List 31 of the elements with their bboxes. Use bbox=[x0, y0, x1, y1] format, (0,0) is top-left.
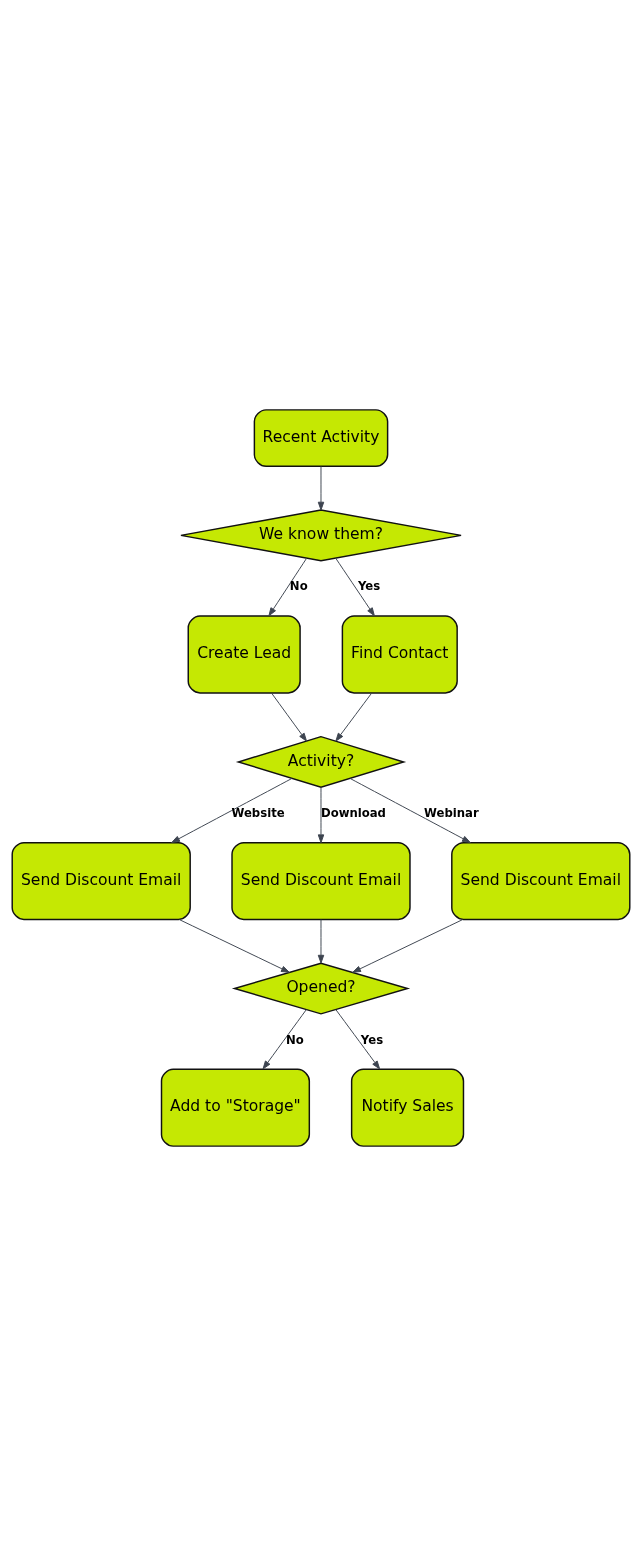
arrow bbox=[317, 787, 325, 844]
arrow bbox=[335, 557, 375, 617]
arrow bbox=[271, 692, 307, 742]
edge-label: Yes bbox=[360, 1032, 384, 1047]
arrow bbox=[178, 919, 290, 973]
arrow bbox=[335, 692, 373, 742]
arrow bbox=[171, 778, 293, 843]
node-box: Recent Activity bbox=[253, 409, 389, 468]
arrow bbox=[349, 778, 471, 843]
node-box: Add to "Storage" bbox=[160, 1068, 311, 1147]
edge-label: Website bbox=[231, 806, 285, 820]
edge-label: Yes bbox=[357, 579, 381, 594]
edge-label: Webinar bbox=[424, 806, 479, 820]
arrow bbox=[262, 1009, 307, 1070]
node-box: Send Discount Email bbox=[11, 841, 191, 921]
arrow bbox=[335, 1009, 381, 1070]
node-box: Send Discount Email bbox=[451, 841, 631, 921]
arrow bbox=[352, 919, 464, 973]
node-box: Notify Sales bbox=[350, 1068, 465, 1147]
node-box: Send Discount Email bbox=[231, 841, 411, 921]
edge-label: No bbox=[289, 579, 308, 594]
node-diamond: Activity? bbox=[235, 735, 407, 788]
edge-label: No bbox=[285, 1032, 304, 1047]
arrow bbox=[268, 557, 308, 617]
arrow bbox=[317, 919, 325, 964]
node-diamond: Opened? bbox=[231, 962, 411, 1015]
arrow bbox=[317, 465, 325, 511]
node-box: Create Lead bbox=[187, 615, 301, 694]
node-diamond: We know them? bbox=[180, 509, 462, 562]
edge-label: Download bbox=[321, 806, 386, 820]
node-box: Find Contact bbox=[341, 615, 458, 694]
